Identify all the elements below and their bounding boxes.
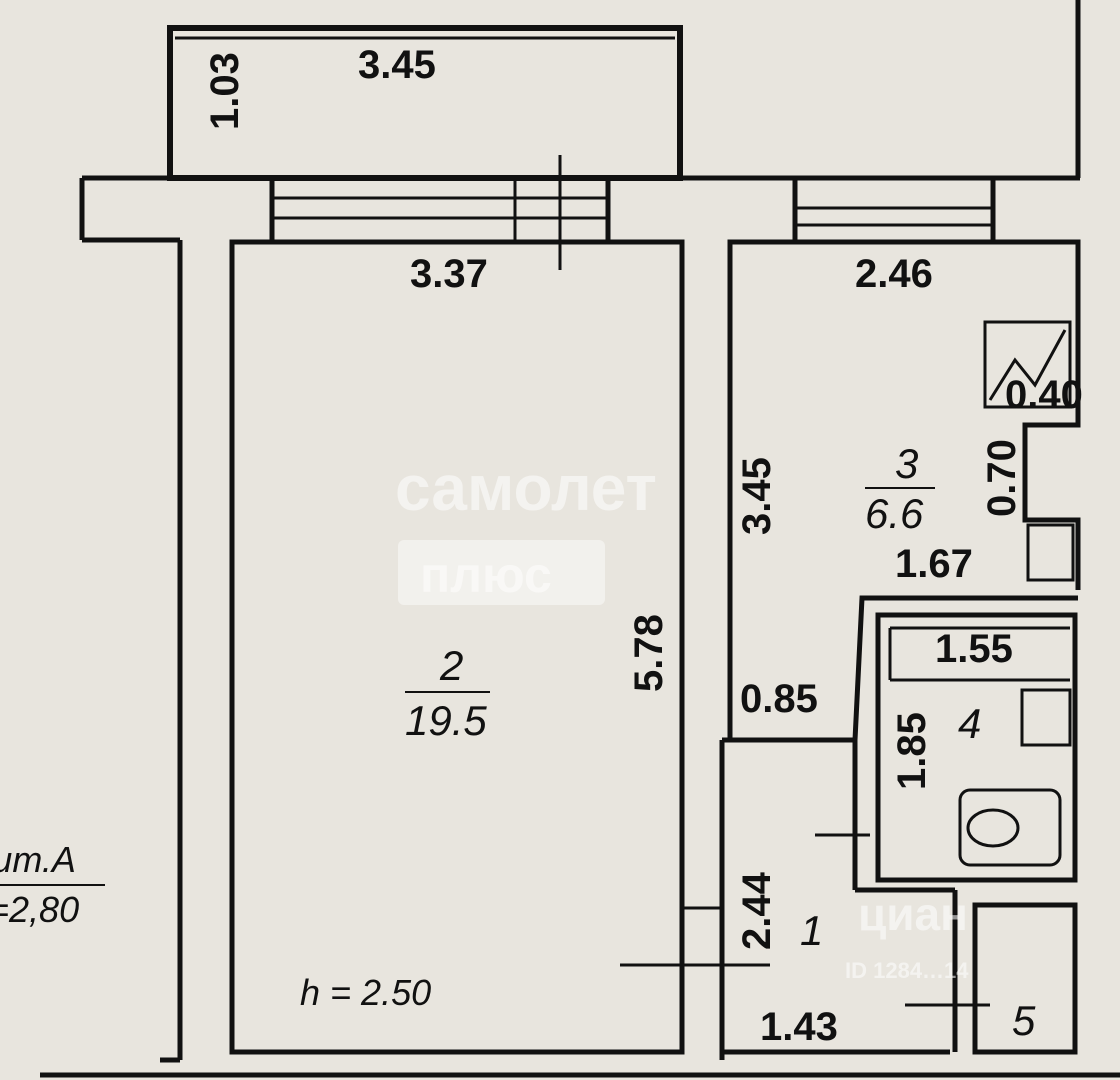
dim-balcony-width: 1.03 (203, 52, 247, 130)
room-1-outline (620, 737, 990, 1060)
room-3-area: 6.6 (865, 490, 924, 537)
samolet-watermark-sub: плюс (420, 547, 552, 603)
window-room2 (269, 155, 611, 270)
side-note-letter: лит.А (0, 839, 76, 880)
dim-niche-length: 0.70 (980, 439, 1024, 517)
dim-room3-width: 2.46 (855, 252, 933, 296)
room-4-outline (852, 595, 1078, 883)
dim-room2-width: 3.37 (410, 252, 488, 296)
room-2-outline (229, 239, 685, 1055)
room-1-number: 1 (800, 907, 823, 954)
window-room3 (792, 180, 996, 242)
cian-watermark: циан (858, 888, 968, 940)
dim-balcony-length: 3.45 (358, 43, 436, 87)
room-2-number: 2 (439, 642, 463, 689)
ceiling-height: h = 2.50 (300, 972, 431, 1013)
room-2-area: 19.5 (405, 697, 487, 744)
exterior-wall (79, 0, 1081, 1063)
dim-niche-width: 0.40 (1005, 373, 1083, 417)
room-3-number: 3 (895, 440, 918, 487)
dim-corridor-step: 0.85 (740, 677, 818, 721)
room-5-number: 5 (1012, 997, 1036, 1044)
room-5-outline (972, 902, 1078, 1055)
samolet-watermark: самолет (395, 452, 657, 524)
dim-room2-length: 5.78 (627, 614, 671, 692)
dim-corridor-width: 1.43 (760, 1005, 838, 1049)
room-3-outline (727, 239, 1081, 740)
dim-bath-width: 1.55 (935, 627, 1013, 671)
samolet-badge (398, 540, 605, 605)
room-4-number: 4 (958, 700, 981, 747)
side-note-height: =2,80 (0, 889, 79, 930)
dim-room3-length: 3.45 (735, 457, 779, 535)
dim-bath-length: 1.85 (890, 712, 934, 790)
dim-kitchen-lower: 1.67 (895, 542, 973, 586)
cian-id-watermark: ID 1284…14 (845, 958, 969, 983)
dim-corridor-length: 2.44 (735, 871, 779, 950)
